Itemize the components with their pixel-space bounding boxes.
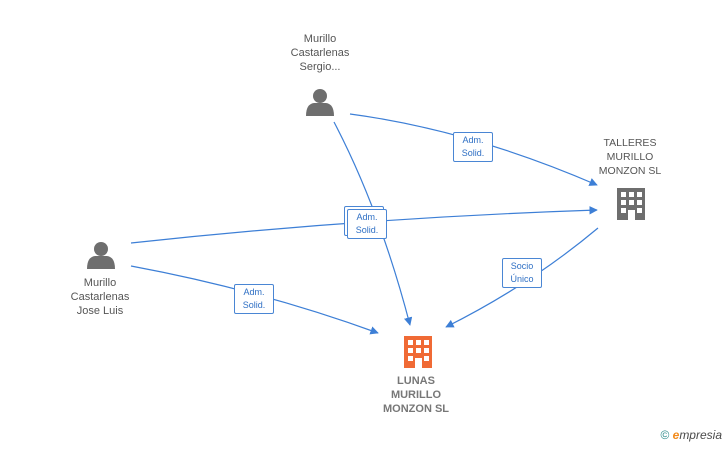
empresia-logo[interactable]: © empresia bbox=[660, 428, 722, 442]
edge-label-jose-lunas: Adm. Solid. bbox=[234, 284, 274, 314]
copyright-symbol: © bbox=[660, 428, 670, 442]
node-label-talleres[interactable]: TALLERES MURILLO MONZON SL bbox=[598, 137, 662, 177]
person-icon bbox=[87, 242, 115, 269]
person-icon bbox=[306, 89, 334, 116]
node-label-lunas[interactable]: LUNAS MURILLO MONZON SL bbox=[383, 375, 449, 415]
brand-name: mpresia bbox=[679, 428, 722, 442]
node-label-sergio[interactable]: Murillo Castarlenas Sergio... bbox=[290, 33, 350, 73]
edge-label-talleres-lunas: Socio Único bbox=[502, 258, 542, 288]
node-label-jose-luis[interactable]: Murillo Castarlenas Jose Luis bbox=[70, 277, 130, 317]
brand-e: e bbox=[672, 428, 680, 442]
building-icon bbox=[617, 188, 645, 220]
edge-label-sergio-talleres: Adm. Solid. bbox=[453, 132, 493, 162]
edge-label-shared: Adm. Solid. bbox=[347, 209, 387, 239]
building-icon bbox=[404, 336, 432, 368]
